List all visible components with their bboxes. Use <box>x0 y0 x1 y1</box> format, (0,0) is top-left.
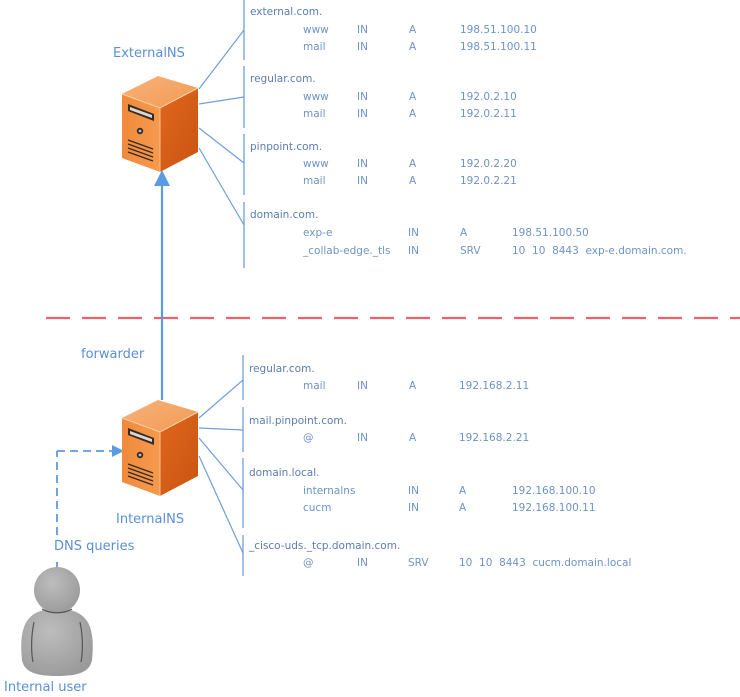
record-type: A <box>409 380 417 392</box>
record-type: A <box>409 175 417 187</box>
record-class: IN <box>357 24 368 36</box>
record-name: www <box>303 91 329 103</box>
zone-name: domain.com. <box>250 209 319 221</box>
record-type: SRV <box>408 557 429 569</box>
user-icon <box>21 567 93 676</box>
record-name: www <box>303 24 329 36</box>
record-value: 198.51.100.11 <box>460 41 537 53</box>
record-value: 192.168.2.11 <box>459 380 530 392</box>
record-value: 192.0.2.11 <box>460 108 517 120</box>
record-name: www <box>303 158 329 170</box>
record-value: 198.51.100.10 <box>460 24 537 36</box>
record-class: IN <box>408 227 419 239</box>
record-class: IN <box>357 432 368 444</box>
external-zone-connectors <box>198 29 245 226</box>
forwarder-arrow <box>154 170 170 400</box>
zone-name: mail.pinpoint.com. <box>249 415 347 427</box>
record-class: IN <box>408 485 419 497</box>
zone-name: pinpoint.com. <box>250 141 323 153</box>
forwarder-label: forwarder <box>81 347 145 362</box>
record-type: A <box>409 41 417 53</box>
record-value: 192.0.2.20 <box>460 158 517 170</box>
record-class: IN <box>408 245 419 257</box>
external-server-icon <box>121 75 199 173</box>
record-class: IN <box>357 108 368 120</box>
internal-server-label: InternalNS <box>116 512 185 527</box>
record-name: _collab-edge._tls <box>303 245 391 257</box>
record-name: mail <box>303 41 326 53</box>
record-value: 10 10 8443 exp-e.domain.com. <box>512 245 687 257</box>
record-class: IN <box>357 175 368 187</box>
zone-name: external.com. <box>250 6 323 18</box>
internal-server-icon <box>121 399 199 497</box>
record-value: 192.168.100.11 <box>512 502 596 514</box>
record-type: A <box>459 502 467 514</box>
record-type: A <box>409 91 417 103</box>
internal-user-label: Internal user <box>4 680 87 695</box>
dns-queries-label: DNS queries <box>54 539 135 554</box>
record-class: IN <box>357 380 368 392</box>
record-value: 10 10 8443 cucm.domain.local <box>459 557 632 569</box>
record-value: 192.168.100.10 <box>512 485 596 497</box>
record-name: cucm <box>303 502 332 514</box>
record-value: 198.51.100.50 <box>512 227 589 239</box>
dns-queries-arrowhead <box>112 445 124 457</box>
record-type: A <box>459 485 467 497</box>
zone-name: regular.com. <box>250 73 316 85</box>
record-name: mail <box>303 380 326 392</box>
record-type: A <box>409 158 417 170</box>
record-value: 192.0.2.10 <box>460 91 517 103</box>
record-type: A <box>409 24 417 36</box>
zone-name: domain.local. <box>249 467 320 479</box>
record-name: @ <box>303 432 314 444</box>
record-value: 192.168.2.21 <box>459 432 530 444</box>
record-value: 192.0.2.21 <box>460 175 517 187</box>
external-server-label: ExternalNS <box>113 46 185 61</box>
record-name: internalns <box>303 485 356 497</box>
record-name: @ <box>303 557 314 569</box>
record-class: IN <box>357 557 368 569</box>
record-name: mail <box>303 108 326 120</box>
internal-zone-connectors <box>198 379 244 554</box>
record-name: exp-e <box>303 227 333 239</box>
record-class: IN <box>357 91 368 103</box>
zone-name: _cisco-uds._tcp.domain.com. <box>249 540 401 552</box>
record-class: IN <box>357 158 368 170</box>
record-type: A <box>409 108 417 120</box>
record-class: IN <box>357 41 368 53</box>
record-type: A <box>409 432 417 444</box>
record-type: SRV <box>460 245 481 257</box>
record-name: mail <box>303 175 326 187</box>
record-type: A <box>460 227 468 239</box>
record-class: IN <box>408 502 419 514</box>
zone-name: regular.com. <box>249 363 315 375</box>
